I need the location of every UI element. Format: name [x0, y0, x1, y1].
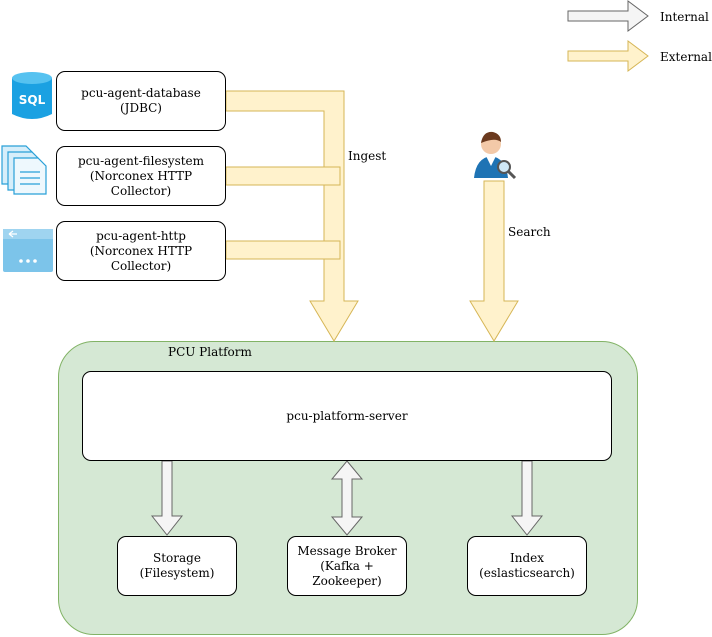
legend-internal-arrow — [567, 0, 649, 32]
legend-external-label: External — [660, 50, 712, 64]
storage-box: Storage (Filesystem) — [117, 536, 237, 596]
agent-http-box: pcu-agent-http (Norconex HTTP Collector) — [56, 221, 226, 281]
message-broker-box: Message Broker (Kafka + Zookeeper) — [287, 536, 407, 596]
ingest-arrow-database — [225, 90, 359, 342]
agent-filesystem-box: pcu-agent-filesystem (Norconex HTTP Coll… — [56, 146, 226, 206]
documents-icon — [1, 145, 47, 195]
ingest-label: Ingest — [348, 149, 387, 163]
ingest-arrow-http — [225, 240, 341, 260]
agent-database-box: pcu-agent-database (JDBC) — [56, 71, 226, 131]
sql-icon-text: SQL — [19, 93, 46, 107]
platform-title: PCU Platform — [168, 345, 252, 359]
search-arrow — [469, 180, 519, 342]
search-label: Search — [508, 225, 551, 239]
platform-server-box: pcu-platform-server — [82, 371, 612, 461]
legend-internal-label: Internal — [660, 10, 709, 24]
sql-database-icon: SQL — [12, 72, 52, 119]
browser-window-icon — [3, 229, 53, 272]
ingest-arrow-filesystem — [225, 166, 341, 186]
legend-external-arrow — [567, 40, 649, 72]
arrow-server-to-storage — [150, 460, 184, 536]
user-search-icon — [474, 131, 517, 180]
arrow-server-to-index — [510, 460, 544, 536]
arrow-server-broker-bidirectional — [330, 460, 364, 536]
index-box: Index (eslasticsearch) — [467, 536, 587, 596]
